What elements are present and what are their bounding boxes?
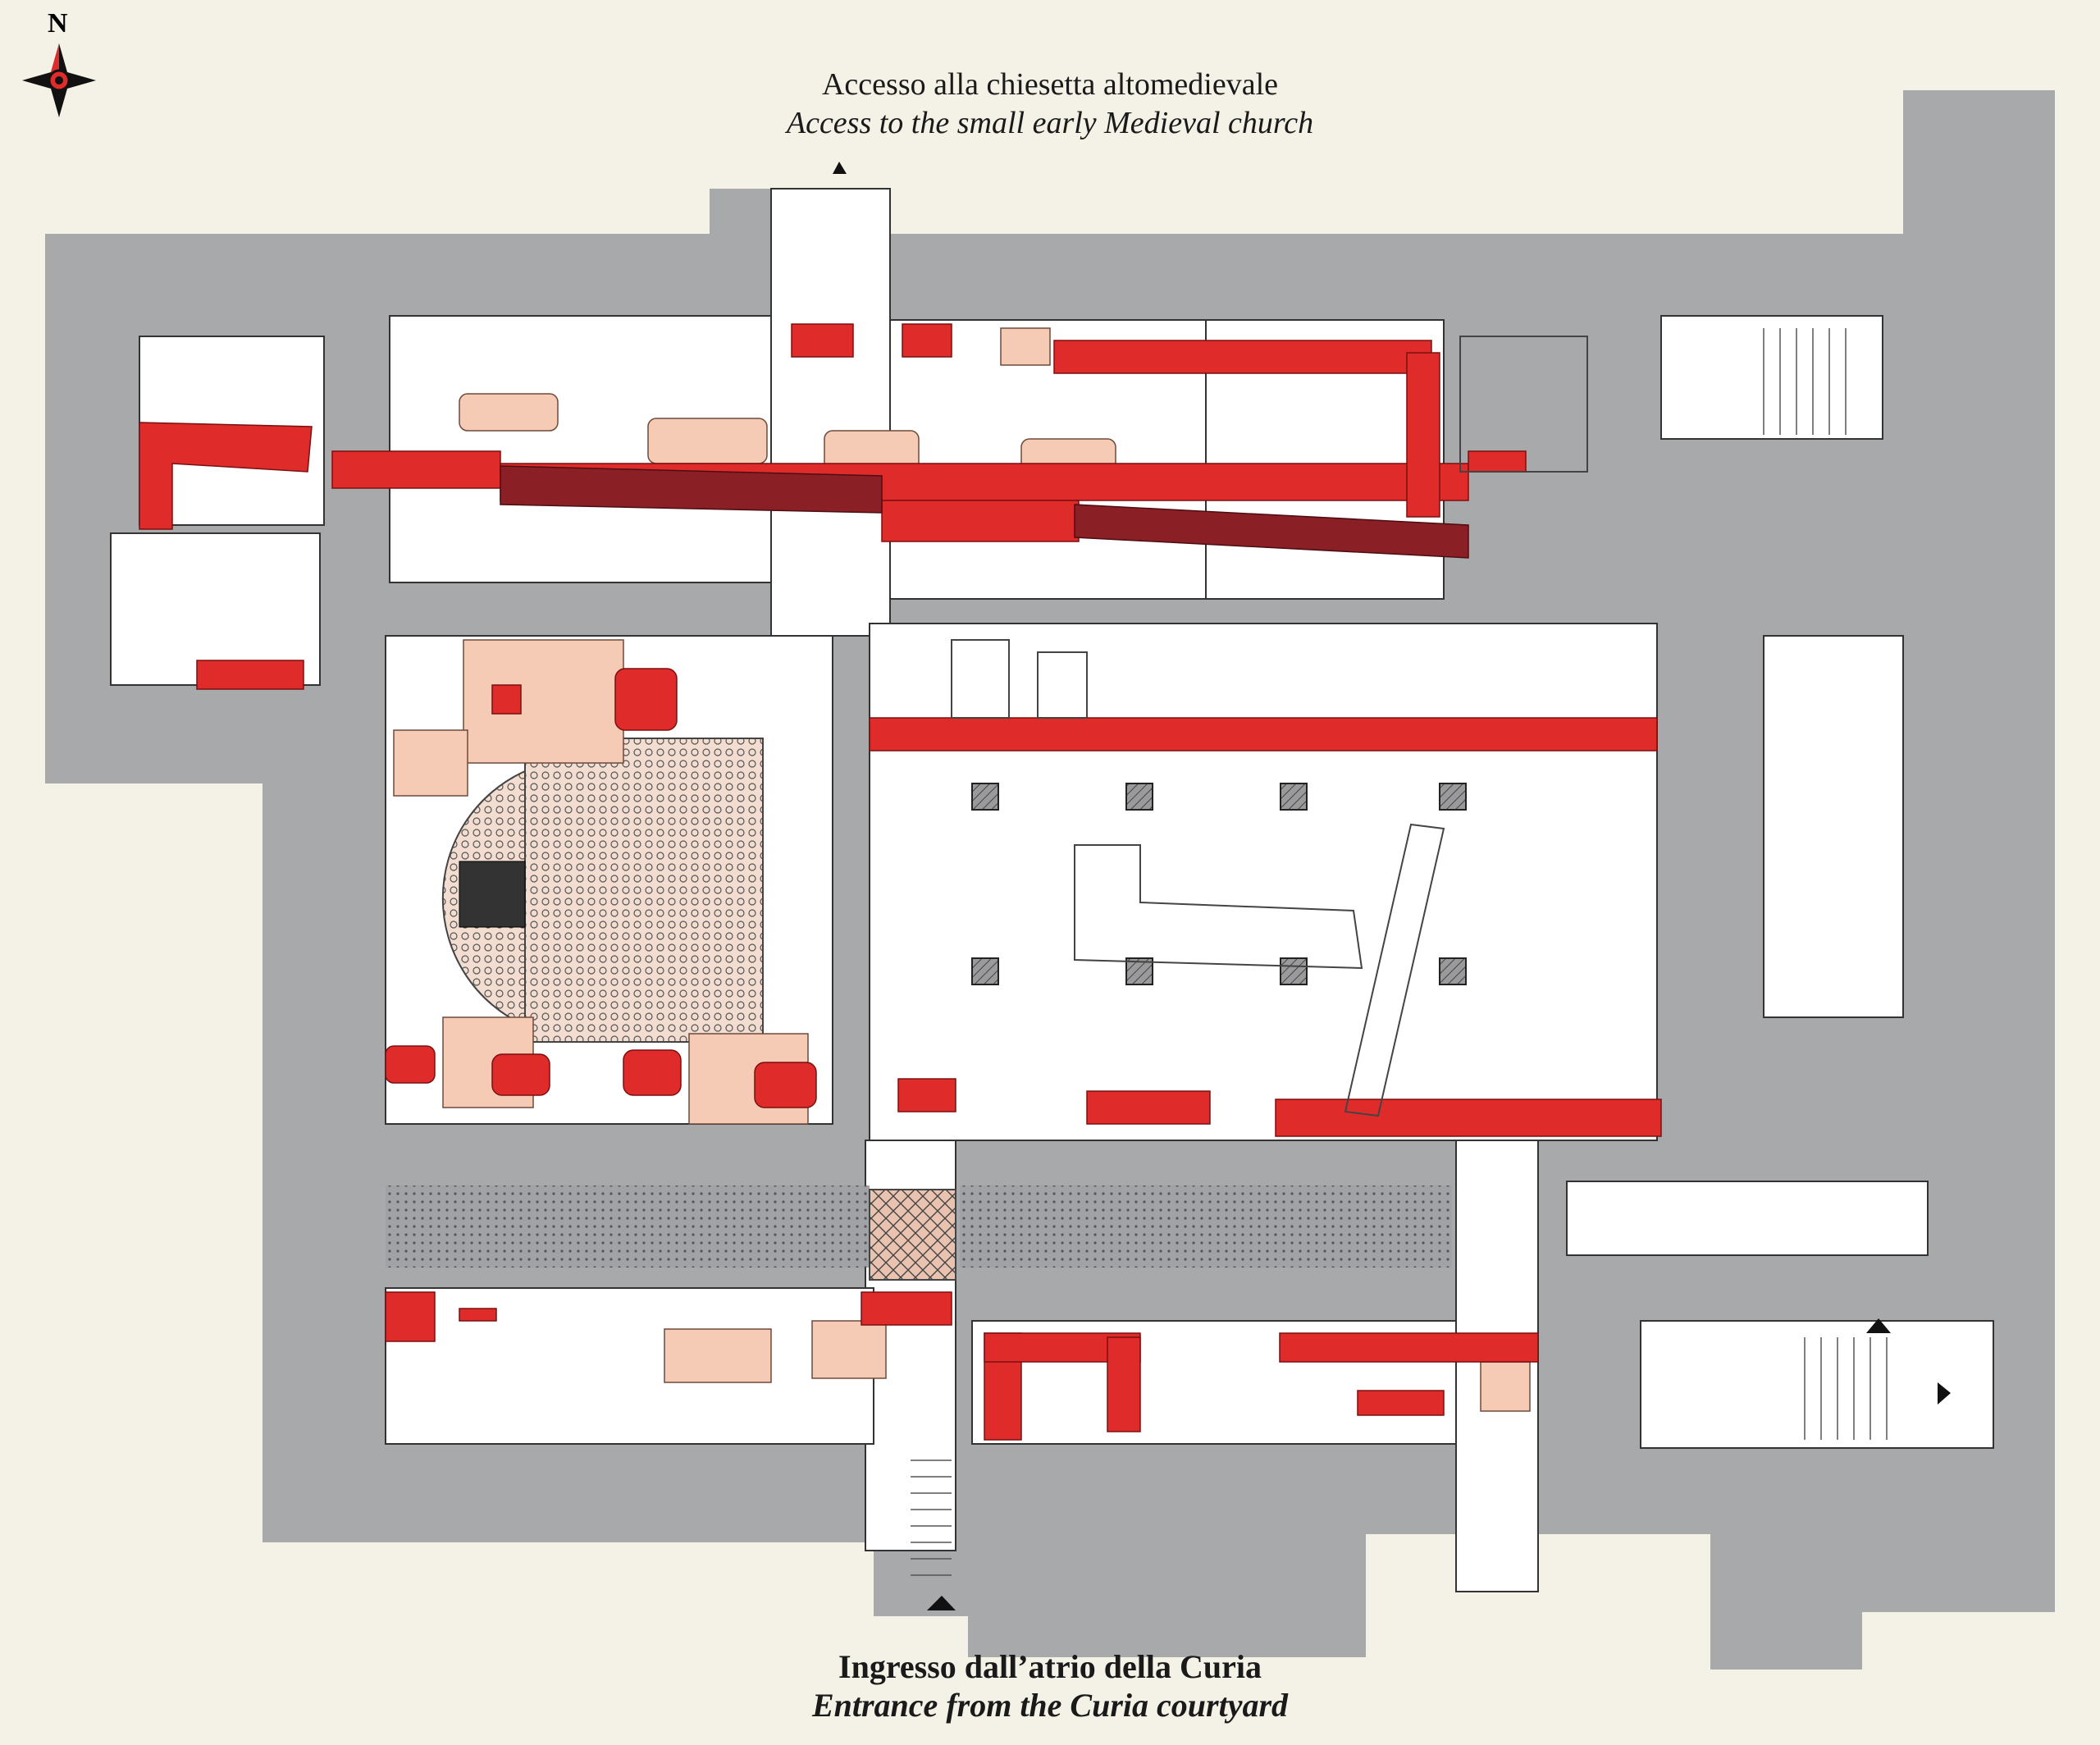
paving-east — [960, 1185, 1452, 1268]
south-entrance-label-en: Entrance from the Curia courtyard — [811, 1687, 1289, 1724]
wall-red-nw — [139, 422, 313, 530]
north-access-arrow-icon — [833, 162, 847, 174]
hall-basilica — [869, 623, 1658, 1141]
mosaics — [441, 738, 956, 1281]
remains-light — [393, 327, 1531, 1412]
south-access-arrow-icon — [927, 1596, 956, 1610]
north-access-label-en: Access to the small early Medieval churc… — [786, 106, 1314, 140]
compass-rose-icon — [22, 43, 96, 117]
paving-west — [386, 1185, 870, 1268]
room-east-long — [1763, 635, 1904, 1018]
apse-black-panel — [459, 861, 526, 928]
paving-dotted — [386, 1185, 1452, 1268]
corridor-north — [770, 188, 891, 637]
south-entrance-label-it: Ingresso dall’atrio della Curia — [838, 1648, 1262, 1685]
east-stair-right-arrow-icon — [1938, 1382, 1951, 1405]
stone-outlines — [951, 336, 1588, 1117]
room-stair-se — [1640, 1320, 1994, 1449]
mosaic-apse-floor — [524, 738, 764, 1043]
stairs — [911, 328, 1888, 1576]
room-east-upper — [1566, 1181, 1929, 1256]
compass-north-label: N — [48, 8, 68, 39]
pillar-bases — [971, 783, 1467, 985]
room-stair-ne — [1660, 315, 1883, 440]
east-stair-up-arrow-icon — [1866, 1318, 1891, 1333]
north-access-label-it: Accesso alla chiesetta altomedievale — [821, 67, 1278, 102]
mosaic-passage — [869, 1189, 956, 1281]
remains-dark — [500, 465, 1469, 559]
